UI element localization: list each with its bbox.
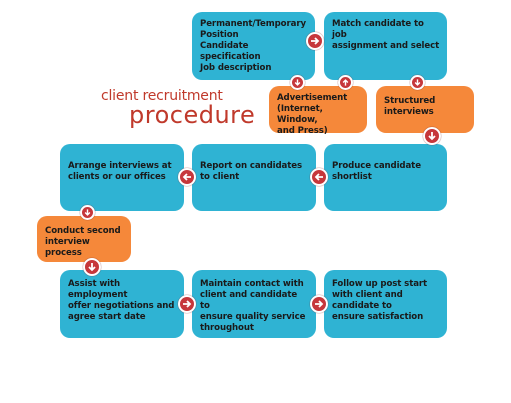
step-structured-interviews: Structured interviews: [376, 86, 474, 133]
title-line-2: procedure: [129, 101, 256, 129]
step-job-specification: Permanent/Temporary Position Candidate s…: [192, 12, 315, 80]
arrow-spec-to-advertisement: [290, 75, 305, 90]
arrow-down-icon: [428, 132, 436, 141]
step-report-candidates: Report on candidates to client: [192, 144, 316, 211]
title-line-1: client recruitment: [101, 88, 223, 104]
arrow-arrange-to-second: [80, 205, 95, 220]
arrow-down-icon: [294, 79, 301, 86]
arrow-up-icon: [342, 79, 349, 86]
step-advertisement: Advertisement (Internet, Window, and Pre…: [269, 86, 367, 136]
arrow-structured-to-shortlist: [423, 127, 441, 145]
step-assist-negotiations: Assist with employment offer negotiation…: [60, 270, 184, 338]
arrow-down-icon: [88, 263, 96, 272]
arrow-right-icon: [311, 37, 320, 45]
arrow-right-icon: [315, 300, 324, 308]
arrow-advertisement-to-match: [338, 75, 353, 90]
arrow-assist-to-maintain: [178, 295, 196, 313]
step-second-interview: Conduct second interview process: [37, 216, 131, 262]
step-maintain-contact: Maintain contact with client and candida…: [192, 270, 316, 338]
arrow-left-icon: [314, 173, 323, 181]
arrow-spec-to-match: [306, 32, 324, 50]
step-produce-shortlist: Produce candidate shortlist: [324, 144, 447, 211]
arrow-right-icon: [183, 300, 192, 308]
arrow-maintain-to-follow: [310, 295, 328, 313]
arrow-left-icon: [182, 173, 191, 181]
arrow-match-to-structured: [410, 75, 425, 90]
step-match-candidate: Match candidate to job assignment and se…: [324, 12, 447, 80]
step-arrange-interviews: Arrange interviews at clients or our off…: [60, 144, 184, 211]
arrow-shortlist-to-report: [310, 168, 328, 186]
step-follow-up: Follow up post start with client and can…: [324, 270, 447, 338]
arrow-down-icon: [84, 209, 91, 216]
arrow-report-to-arrange: [178, 168, 196, 186]
arrow-second-to-assist: [83, 258, 101, 276]
arrow-down-icon: [414, 79, 421, 86]
